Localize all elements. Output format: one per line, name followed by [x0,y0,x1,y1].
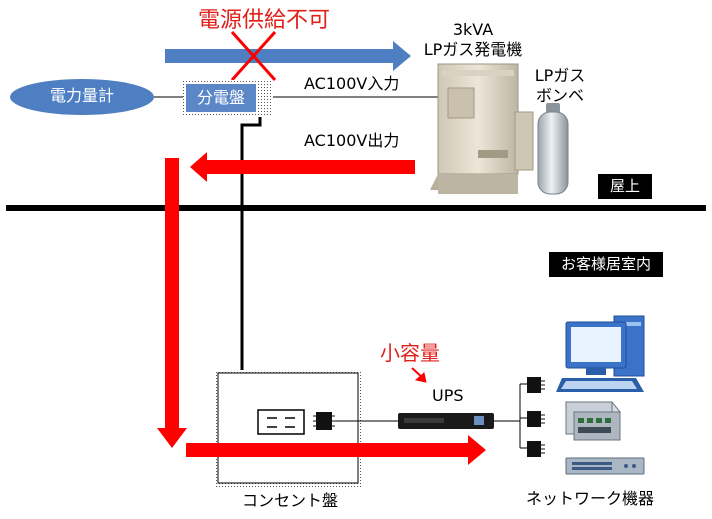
red-arrow-shaft-bottom [186,443,468,457]
generator-base [438,174,518,194]
ups-device-image [398,413,494,429]
distribution-board-box [186,84,256,112]
generator-vent [478,150,508,158]
red-arrow-shaft-top [207,160,415,174]
plug-icon-2 [527,411,545,427]
distribution-board-label: 分電盤 [196,88,245,107]
blue-arrow-head [393,41,411,71]
computer-icon [556,315,645,392]
network-equipment-label: ネットワーク機器 [526,489,655,508]
outlet-icon [257,409,305,435]
generator-panel [447,87,475,119]
meter-label: 電力量計 [49,86,114,105]
generator-top [442,70,514,76]
gas-cylinder-image [537,103,569,195]
power-unavailable-label: 電源供給不可 [198,8,331,33]
blue-supply-arrow [165,41,411,71]
blue-arrow-shaft [165,49,393,63]
ups-label: UPS [432,386,464,405]
red-x-line-2 [230,30,277,82]
rack-router-icon [565,457,645,475]
generator-side [514,111,534,171]
cylinder-valve [546,103,560,113]
small-capacity-label: 小容量 [380,341,440,365]
red-arrow-head-top [190,152,207,182]
plug-icon-3 [527,441,545,457]
plug-icon-outlet [313,412,335,430]
rooftop-label: 屋上 [598,174,653,199]
outlet-body [257,409,305,435]
plug-icon-1 [527,377,545,393]
red-down-arrow [157,158,187,448]
generator-label: 3kVA LPガス発電機 [423,20,523,59]
indoor-label: お客様居室内 [549,252,664,277]
network-switch-icon [564,401,622,441]
ac-input-label: AC100V入力 [304,74,400,93]
small-red-arrow [411,367,427,383]
ac-output-label: AC100V出力 [304,131,400,150]
meter-ellipse [10,79,154,115]
ups-body [398,413,494,429]
red-arrow-shaft-vertical [165,158,179,430]
red-output-arrow [190,152,415,182]
red-arrow-head-down [157,428,187,448]
red-x-mark [230,30,277,82]
generator-image [430,63,534,194]
gas-cylinder-label: LPガス ボンベ [534,66,586,105]
outlet-board-label: コンセント盤 [242,491,339,510]
red-horizontal-arrow [186,435,486,465]
red-arrow-head-right [468,435,486,465]
cylinder-body [537,111,569,195]
pc-screen [571,327,621,362]
